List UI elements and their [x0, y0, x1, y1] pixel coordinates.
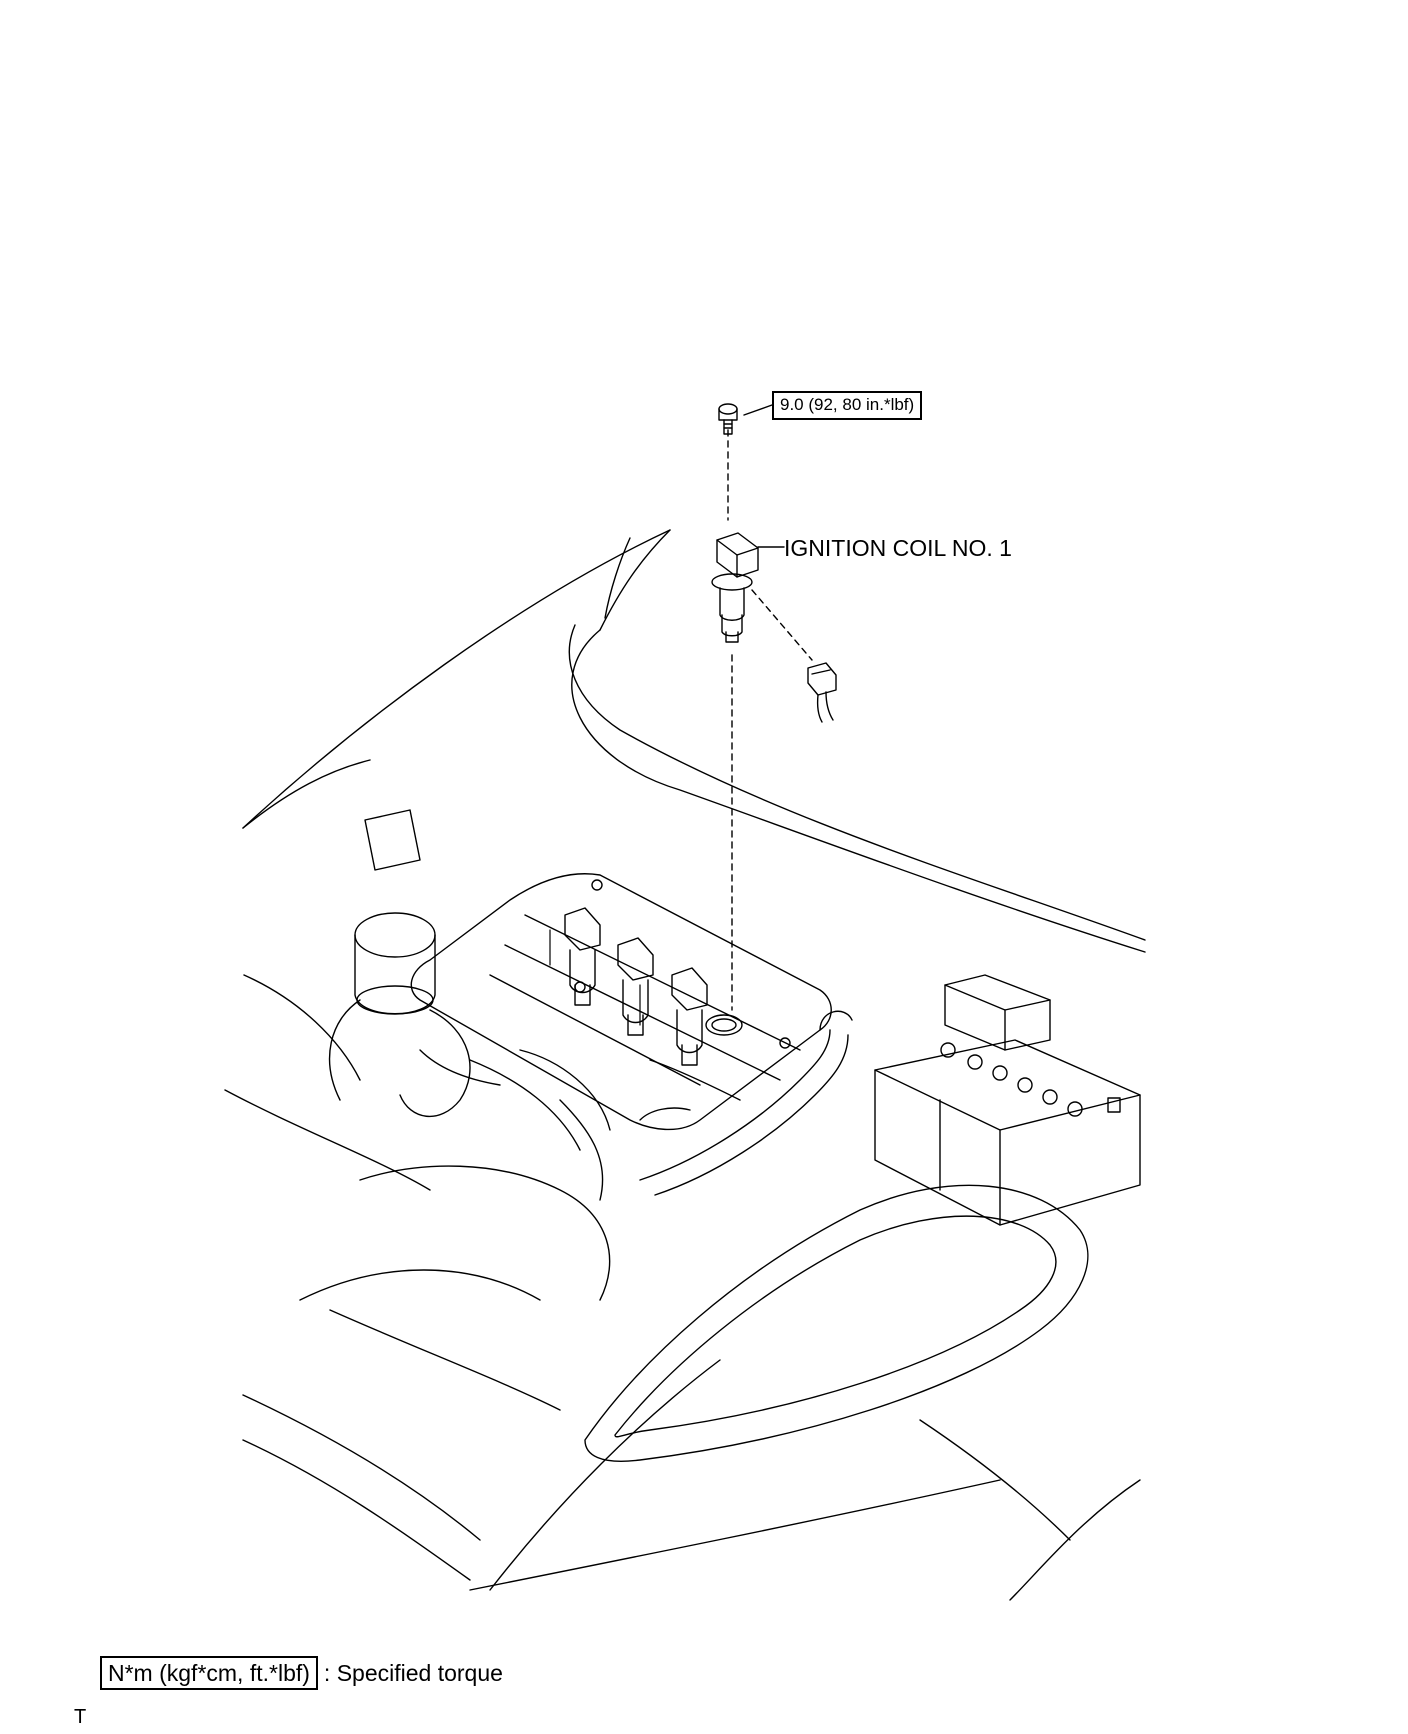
- torque-unit-box: N*m (kgf*cm, ft.*lbf): [100, 1656, 318, 1690]
- corner-mark: T: [74, 1706, 87, 1728]
- torque-legend: N*m (kgf*cm, ft.*lbf) : Specified torque: [100, 1656, 503, 1690]
- fender-outline: [225, 975, 720, 1590]
- coil-installed-3: [672, 968, 707, 1065]
- torque-spec-callout: 9.0 (92, 80 in.*lbf): [772, 391, 923, 420]
- ignition-coil-label: IGNITION COIL NO. 1: [784, 535, 1012, 561]
- coil-installed-1: [565, 908, 600, 1005]
- torque-legend-description: : Specified torque: [323, 1660, 503, 1686]
- engine-icon: [330, 810, 852, 1200]
- bolt-icon: [719, 404, 737, 434]
- installed-coils: [550, 908, 707, 1065]
- headlamp-icon: [470, 1185, 1140, 1600]
- coil-installed-2: [618, 938, 653, 1035]
- ignition-coil-icon: [712, 533, 758, 642]
- leader-lines: [728, 405, 812, 1010]
- battery-icon: [875, 975, 1140, 1225]
- hood-outline: [243, 530, 1145, 952]
- connector-icon: [808, 663, 836, 722]
